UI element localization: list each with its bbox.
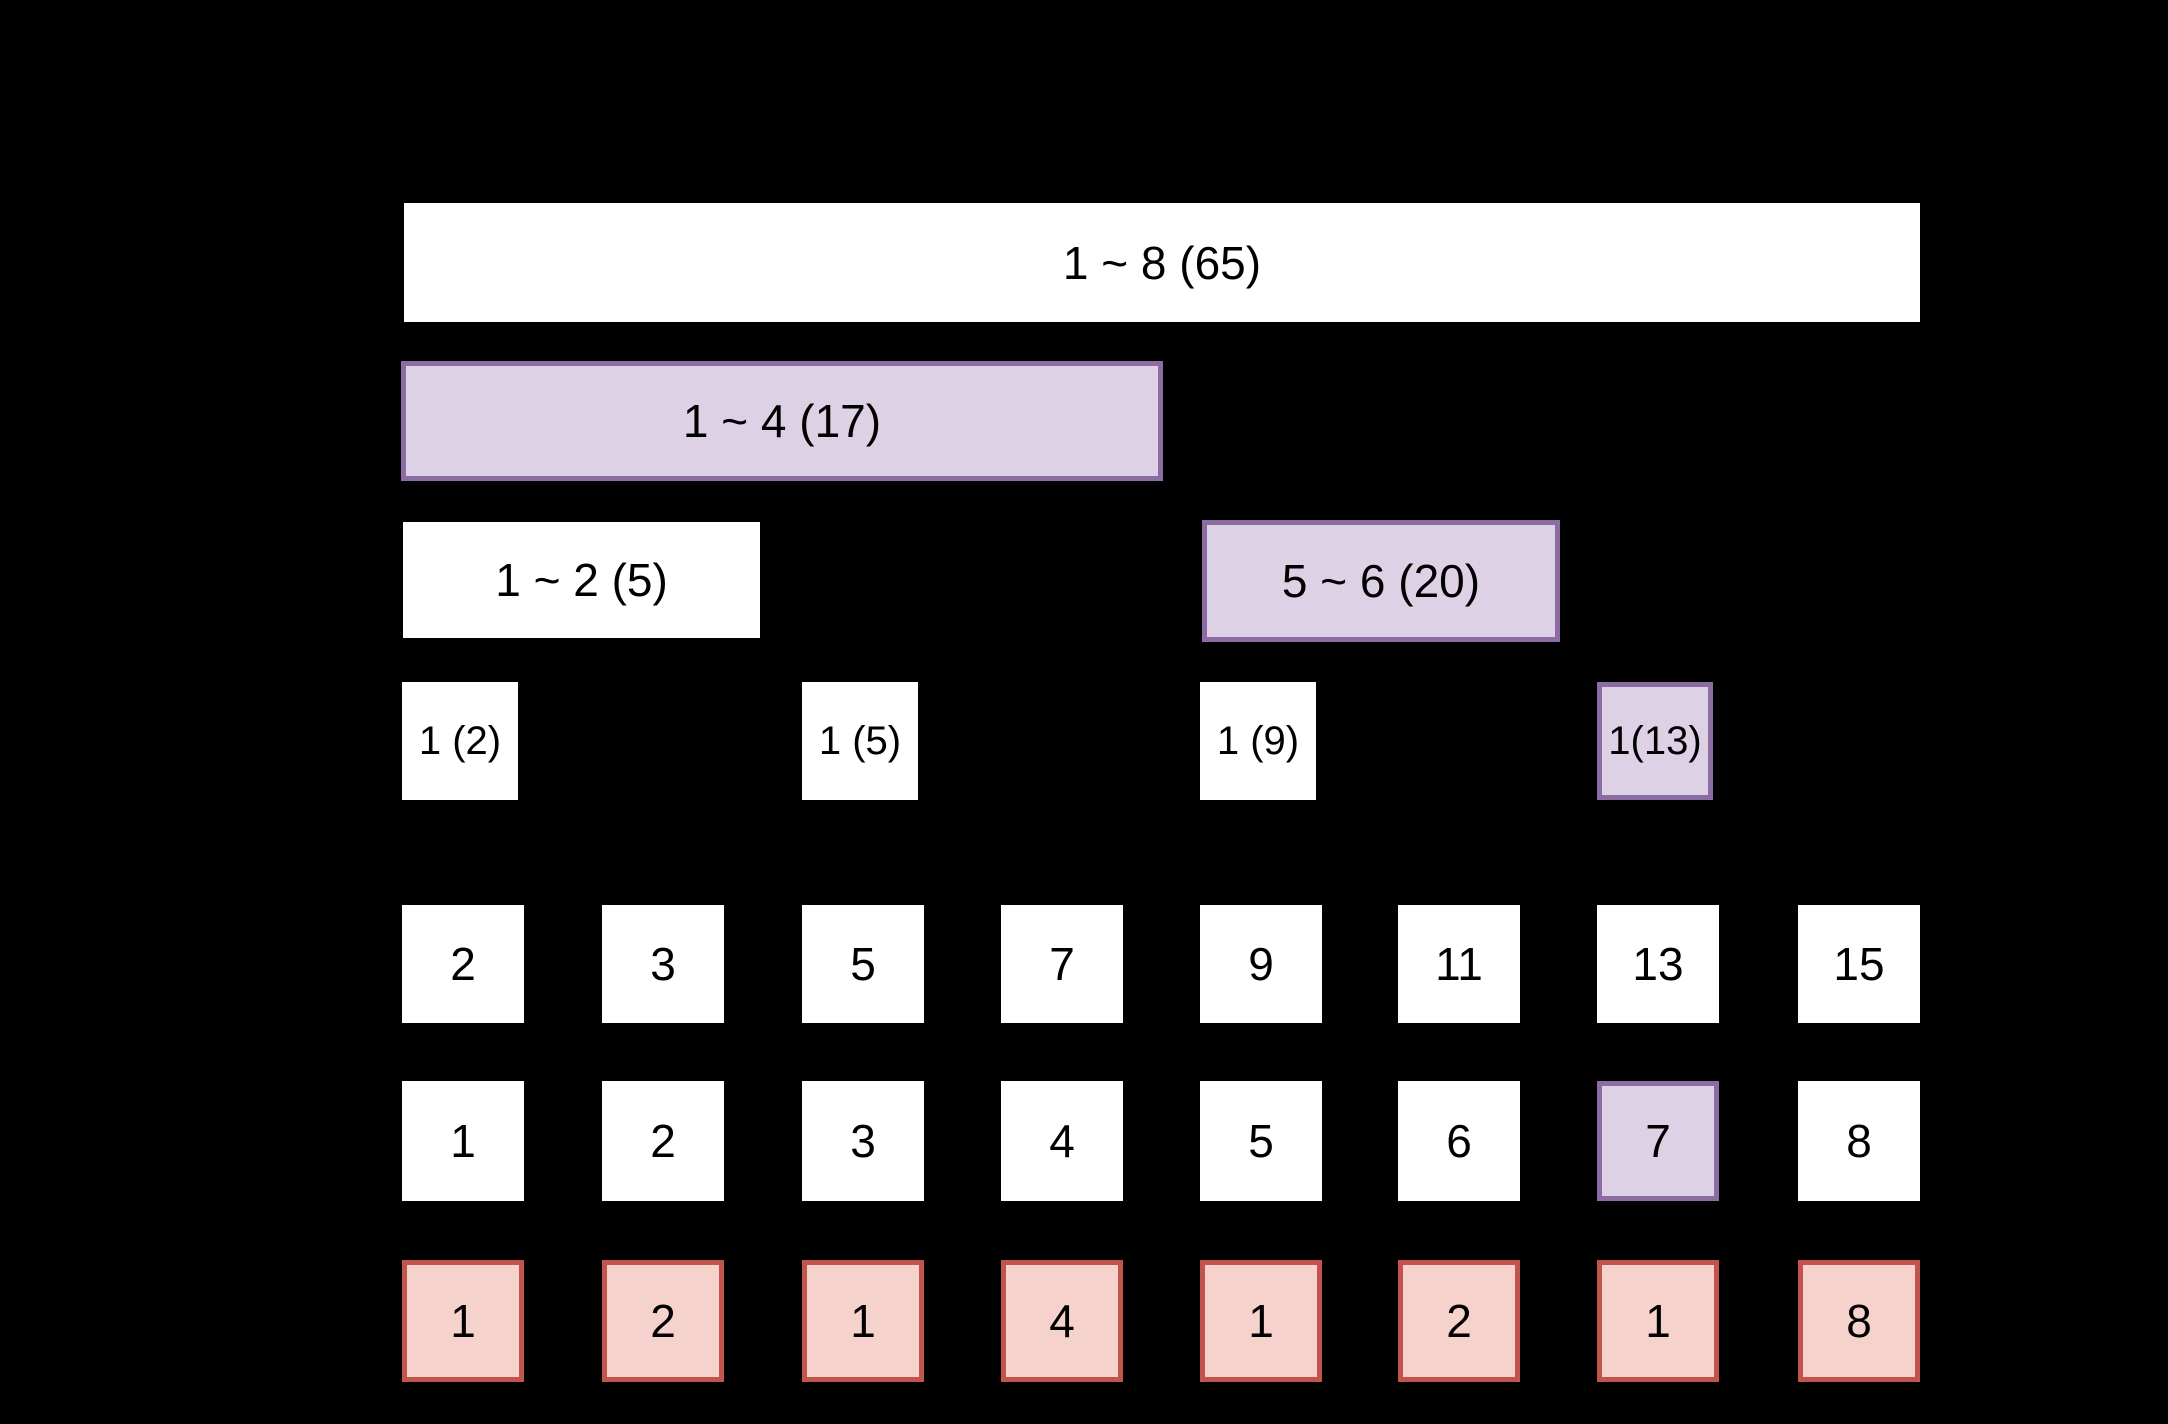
value-cell-2: 3: [602, 905, 724, 1023]
tree-node-range-1-4: 1 ~ 4 (17): [401, 361, 1163, 481]
value-cell-8: 15: [1798, 905, 1920, 1023]
lowbit-cell-5: 1: [1200, 1260, 1322, 1382]
lowbit-cell-6: 2: [1398, 1260, 1520, 1382]
lowbit-cell-3: 1: [802, 1260, 924, 1382]
index-cell-1: 1: [402, 1081, 524, 1201]
index-cell-4: 4: [1001, 1081, 1123, 1201]
index-cell-2: 2: [602, 1081, 724, 1201]
lowbit-cell-4: 4: [1001, 1260, 1123, 1382]
index-cell-8: 8: [1798, 1081, 1920, 1201]
tree-node-leaf-3: 1 (5): [802, 682, 918, 800]
lowbit-cell-7: 1: [1597, 1260, 1719, 1382]
lowbit-cell-2: 2: [602, 1260, 724, 1382]
value-cell-7: 13: [1597, 905, 1719, 1023]
lowbit-cell-1: 1: [402, 1260, 524, 1382]
value-cell-6: 11: [1398, 905, 1520, 1023]
index-cell-6: 6: [1398, 1081, 1520, 1201]
value-cell-3: 5: [802, 905, 924, 1023]
index-cell-3: 3: [802, 1081, 924, 1201]
tree-node-range-5-6: 5 ~ 6 (20): [1202, 520, 1560, 642]
index-cell-5: 5: [1200, 1081, 1322, 1201]
value-cell-4: 7: [1001, 905, 1123, 1023]
index-cell-7-highlighted: 7: [1597, 1081, 1719, 1201]
tree-node-range-1-2: 1 ~ 2 (5): [403, 522, 760, 638]
tree-node-leaf-5: 1 (9): [1200, 682, 1316, 800]
value-cell-5: 9: [1200, 905, 1322, 1023]
tree-node-leaf-1: 1 (2): [402, 682, 518, 800]
tree-node-leaf-7: 1(13): [1597, 682, 1713, 800]
lowbit-cell-8: 8: [1798, 1260, 1920, 1382]
value-cell-1: 2: [402, 905, 524, 1023]
tree-node-range-1-8: 1 ~ 8 (65): [404, 203, 1920, 322]
